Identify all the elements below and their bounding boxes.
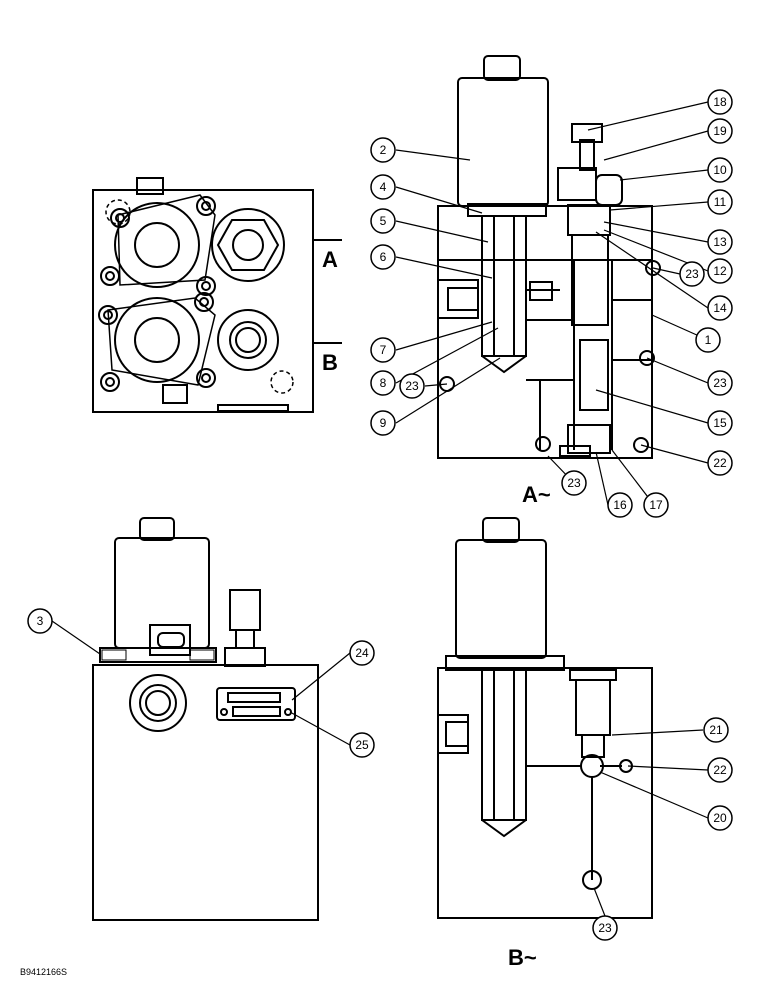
callout-4: 4 [380,180,387,194]
section-b-view: B~ [437,517,653,970]
callout-25: 25 [355,738,369,752]
callout-24: 24 [355,646,369,660]
callout-16: 16 [613,498,627,512]
callout-23: 23 [713,376,727,390]
callout-23: 23 [567,476,581,490]
callout-23: 23 [405,379,419,393]
callout-23: 23 [598,921,612,935]
top-view: A B [92,177,342,413]
callout-6: 6 [380,250,387,264]
callout-8: 8 [380,376,387,390]
callout-23: 23 [685,267,699,281]
view-label-a: A [322,247,338,272]
callout-2: 2 [380,143,387,157]
callout-leaders [51,101,709,917]
callout-7: 7 [380,343,387,357]
callout-22: 22 [713,456,727,470]
callout-20: 20 [713,811,727,825]
callout-3: 3 [37,614,44,628]
front-view [92,517,319,921]
callout-21: 21 [709,723,723,737]
callout-5: 5 [380,214,387,228]
drawing-code: B9412166S [20,967,67,977]
callout-14: 14 [713,301,727,315]
callout-11: 11 [714,195,727,209]
section-label-b: B~ [508,945,537,970]
callout-18: 18 [713,95,727,109]
callout-22: 22 [713,763,727,777]
callout-10: 10 [713,163,727,177]
callouts: 1 2 3 4 5 6 7 8 9 10 11 12 13 14 15 16 1… [27,89,733,941]
view-label-b: B [322,350,338,375]
callout-12: 12 [713,264,727,278]
callout-17: 17 [649,498,663,512]
callout-15: 15 [713,416,727,430]
callout-13: 13 [713,235,727,249]
callout-1: 1 [705,333,712,347]
section-label-a: A~ [522,482,551,507]
callout-9: 9 [380,416,387,430]
section-a-view: A~ [437,55,661,507]
callout-19: 19 [713,124,727,138]
